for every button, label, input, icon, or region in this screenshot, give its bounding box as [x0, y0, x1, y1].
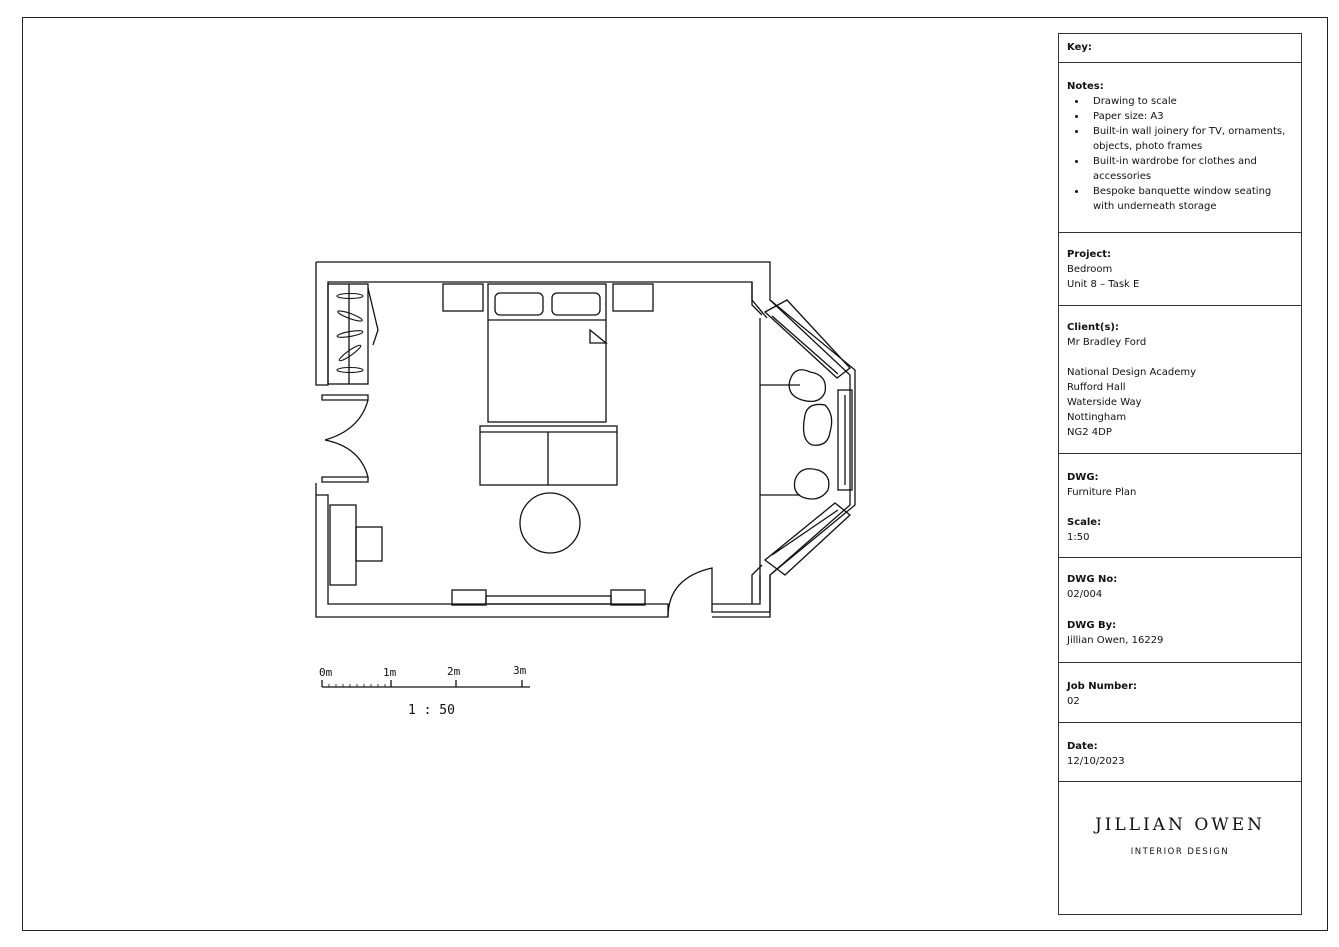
- door-swing: [667, 567, 713, 618]
- job-value: 02: [1067, 696, 1080, 707]
- project-unit: Unit 8 – Task E: [1067, 279, 1140, 290]
- scale-tick-label: 1m: [383, 666, 397, 679]
- scale-tick-label: 3m: [513, 664, 527, 677]
- desk: [329, 504, 357, 586]
- logo-subtitle: INTERIOR DESIGN: [1130, 847, 1230, 857]
- window-seat-middle: [837, 389, 853, 491]
- dwg-section: DWG: Furniture Plan Scale: 1:50: [1059, 454, 1301, 558]
- client-label: Client(s):: [1067, 322, 1119, 333]
- title-block: Key: Notes: Drawing to scale Paper size:…: [1058, 33, 1302, 915]
- dwg-value: Furniture Plan: [1067, 487, 1137, 498]
- client-section: Client(s): Mr Bradley Ford National Desi…: [1059, 306, 1301, 454]
- bed-corner-fold: [589, 328, 608, 344]
- dwg-no-section: DWG No: 02/004 DWG By: Jillian Owen, 162…: [1059, 558, 1301, 663]
- wall-right-outline: [712, 299, 851, 618]
- scale-value: 1:50: [1067, 532, 1090, 543]
- scale-bar: [321, 680, 530, 688]
- notes-label: Notes:: [1067, 81, 1104, 92]
- note-item: Built-in wall joinery for TV, ornaments,…: [1087, 124, 1293, 154]
- bedside-table: [612, 283, 654, 312]
- client-name: Mr Bradley Ford: [1067, 337, 1147, 348]
- wall-inner-right: [751, 282, 763, 604]
- dwg-label: DWG:: [1067, 472, 1099, 483]
- dwg-no-value: 02/004: [1067, 589, 1103, 600]
- scale-ratio: 1 : 50: [408, 703, 455, 718]
- logo-name: JILLIAN OWEN: [1094, 815, 1266, 835]
- joinery-unit: [610, 589, 646, 606]
- scale-tick-label: 0m: [319, 666, 333, 679]
- tv-joinery: [485, 595, 612, 605]
- dwg-no-label: DWG No:: [1067, 574, 1118, 585]
- date-section: Date: 12/10/2023: [1059, 723, 1301, 782]
- job-section: Job Number: 02: [1059, 663, 1301, 723]
- joinery-unit: [451, 589, 487, 606]
- bed: [487, 283, 607, 423]
- wardrobe-door: [367, 287, 379, 346]
- note-item: Built-in wardrobe for clothes and access…: [1087, 154, 1293, 184]
- bedside-table: [442, 283, 484, 312]
- window-seat-top: [763, 299, 851, 379]
- note-item: Drawing to scale: [1087, 94, 1293, 109]
- double-door-swing: [324, 399, 369, 478]
- hangers-icon: [336, 292, 364, 374]
- wardrobe: [327, 283, 369, 385]
- job-label: Job Number:: [1067, 681, 1138, 692]
- pillow: [494, 292, 544, 316]
- key-label: Key:: [1067, 42, 1092, 53]
- window-seat-bottom: [763, 502, 851, 576]
- drawing-sheet-border: [22, 17, 1328, 931]
- scale-tick-label: 2m: [447, 665, 461, 678]
- wall-outline: [315, 262, 768, 618]
- pillow: [551, 292, 601, 316]
- project-name: Bedroom: [1067, 264, 1113, 275]
- client-address-line: NG2 4DP: [1067, 427, 1112, 438]
- client-address-line: Nottingham: [1067, 412, 1127, 423]
- scale-label: Scale:: [1067, 517, 1102, 528]
- desk-chair: [355, 526, 383, 562]
- cushions-icon: [788, 369, 833, 500]
- company-logo: JILLIAN OWEN INTERIOR DESIGN: [1059, 782, 1301, 914]
- banquette-seat: [759, 318, 800, 600]
- project-section: Project: Bedroom Unit 8 – Task E: [1059, 233, 1301, 306]
- note-item: Bespoke banquette window seating with un…: [1087, 184, 1293, 214]
- client-address-line: Rufford Hall: [1067, 382, 1126, 393]
- client-address-line: Waterside Way: [1067, 397, 1142, 408]
- key-section: Key:: [1059, 34, 1301, 63]
- client-address-line: National Design Academy: [1067, 367, 1197, 378]
- date-value: 12/10/2023: [1067, 756, 1125, 767]
- project-label: Project:: [1067, 249, 1112, 260]
- dwg-by-value: Jillian Owen, 16229: [1067, 635, 1164, 646]
- round-table: [519, 492, 581, 554]
- note-item: Paper size: A3: [1087, 109, 1293, 124]
- date-label: Date:: [1067, 741, 1098, 752]
- dwg-by-label: DWG By:: [1067, 620, 1117, 631]
- notes-section: Notes: Drawing to scale Paper size: A3 B…: [1059, 63, 1301, 233]
